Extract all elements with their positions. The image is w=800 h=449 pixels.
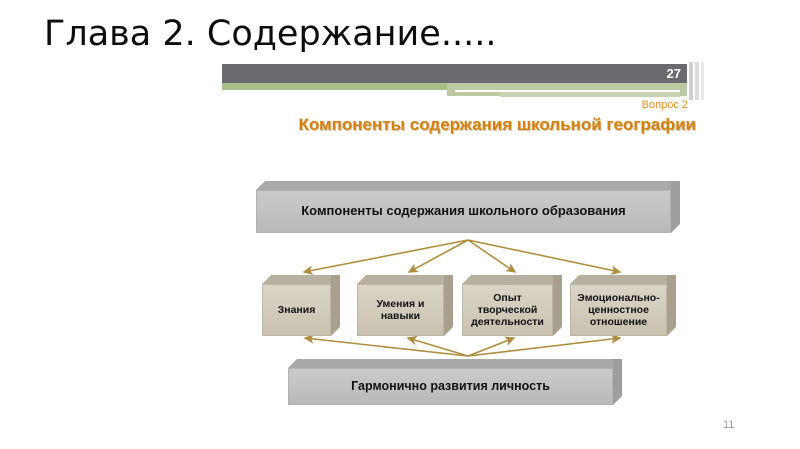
header-bar-notch	[455, 90, 680, 92]
diagram-box-knowledge[interactable]: Знания	[262, 275, 340, 336]
box-side-facet	[613, 359, 622, 405]
diagram-box-bottom-label: Гармонично развития личность	[288, 368, 613, 405]
diagram-box-skills[interactable]: Умения и навыки	[357, 275, 453, 336]
box-side-facet	[444, 275, 453, 336]
diagram-box-skills-label: Умения и навыки	[357, 284, 444, 336]
box-top-facet	[256, 181, 680, 190]
header-edge-strip-3	[701, 62, 704, 100]
diagram-box-bottom[interactable]: Гармонично развития личность	[288, 359, 622, 405]
box-side-facet	[553, 275, 562, 336]
box-top-facet	[570, 275, 676, 284]
box-side-facet	[671, 181, 680, 233]
diagram-box-top[interactable]: Компоненты содержания школьного образова…	[256, 181, 680, 233]
slide-title: Компоненты содержания школьной географии	[298, 115, 696, 134]
header-edge-strip-2	[695, 62, 699, 100]
header-edge-strip-1	[689, 62, 693, 100]
box-side-facet	[667, 275, 676, 336]
page-number: 11	[723, 419, 735, 431]
page-title: Глава 2. Содержание.....	[44, 14, 497, 54]
diagram-box-knowledge-label: Знания	[262, 284, 331, 336]
diagram-box-creative-experience[interactable]: Опыт творческой деятельности	[462, 275, 562, 336]
box-top-facet	[262, 275, 340, 284]
diagram-box-emotional-values[interactable]: Эмоционально-ценностное отношение	[570, 275, 676, 336]
box-top-facet	[288, 359, 622, 368]
box-side-facet	[331, 275, 340, 336]
diagram-box-top-label: Компоненты содержания школьного образова…	[256, 190, 671, 233]
diagram-box-creative-experience-label: Опыт творческой деятельности	[462, 284, 553, 336]
diagram-box-emotional-values-label: Эмоционально-ценностное отношение	[570, 284, 667, 336]
box-top-facet	[462, 275, 562, 284]
box-top-facet	[357, 275, 453, 284]
slide-number-badge: 27	[666, 66, 681, 81]
question-label: Вопрос 2	[641, 99, 688, 111]
header-bar-dark: 27	[222, 64, 687, 83]
header-bar-green-tail	[500, 92, 680, 97]
